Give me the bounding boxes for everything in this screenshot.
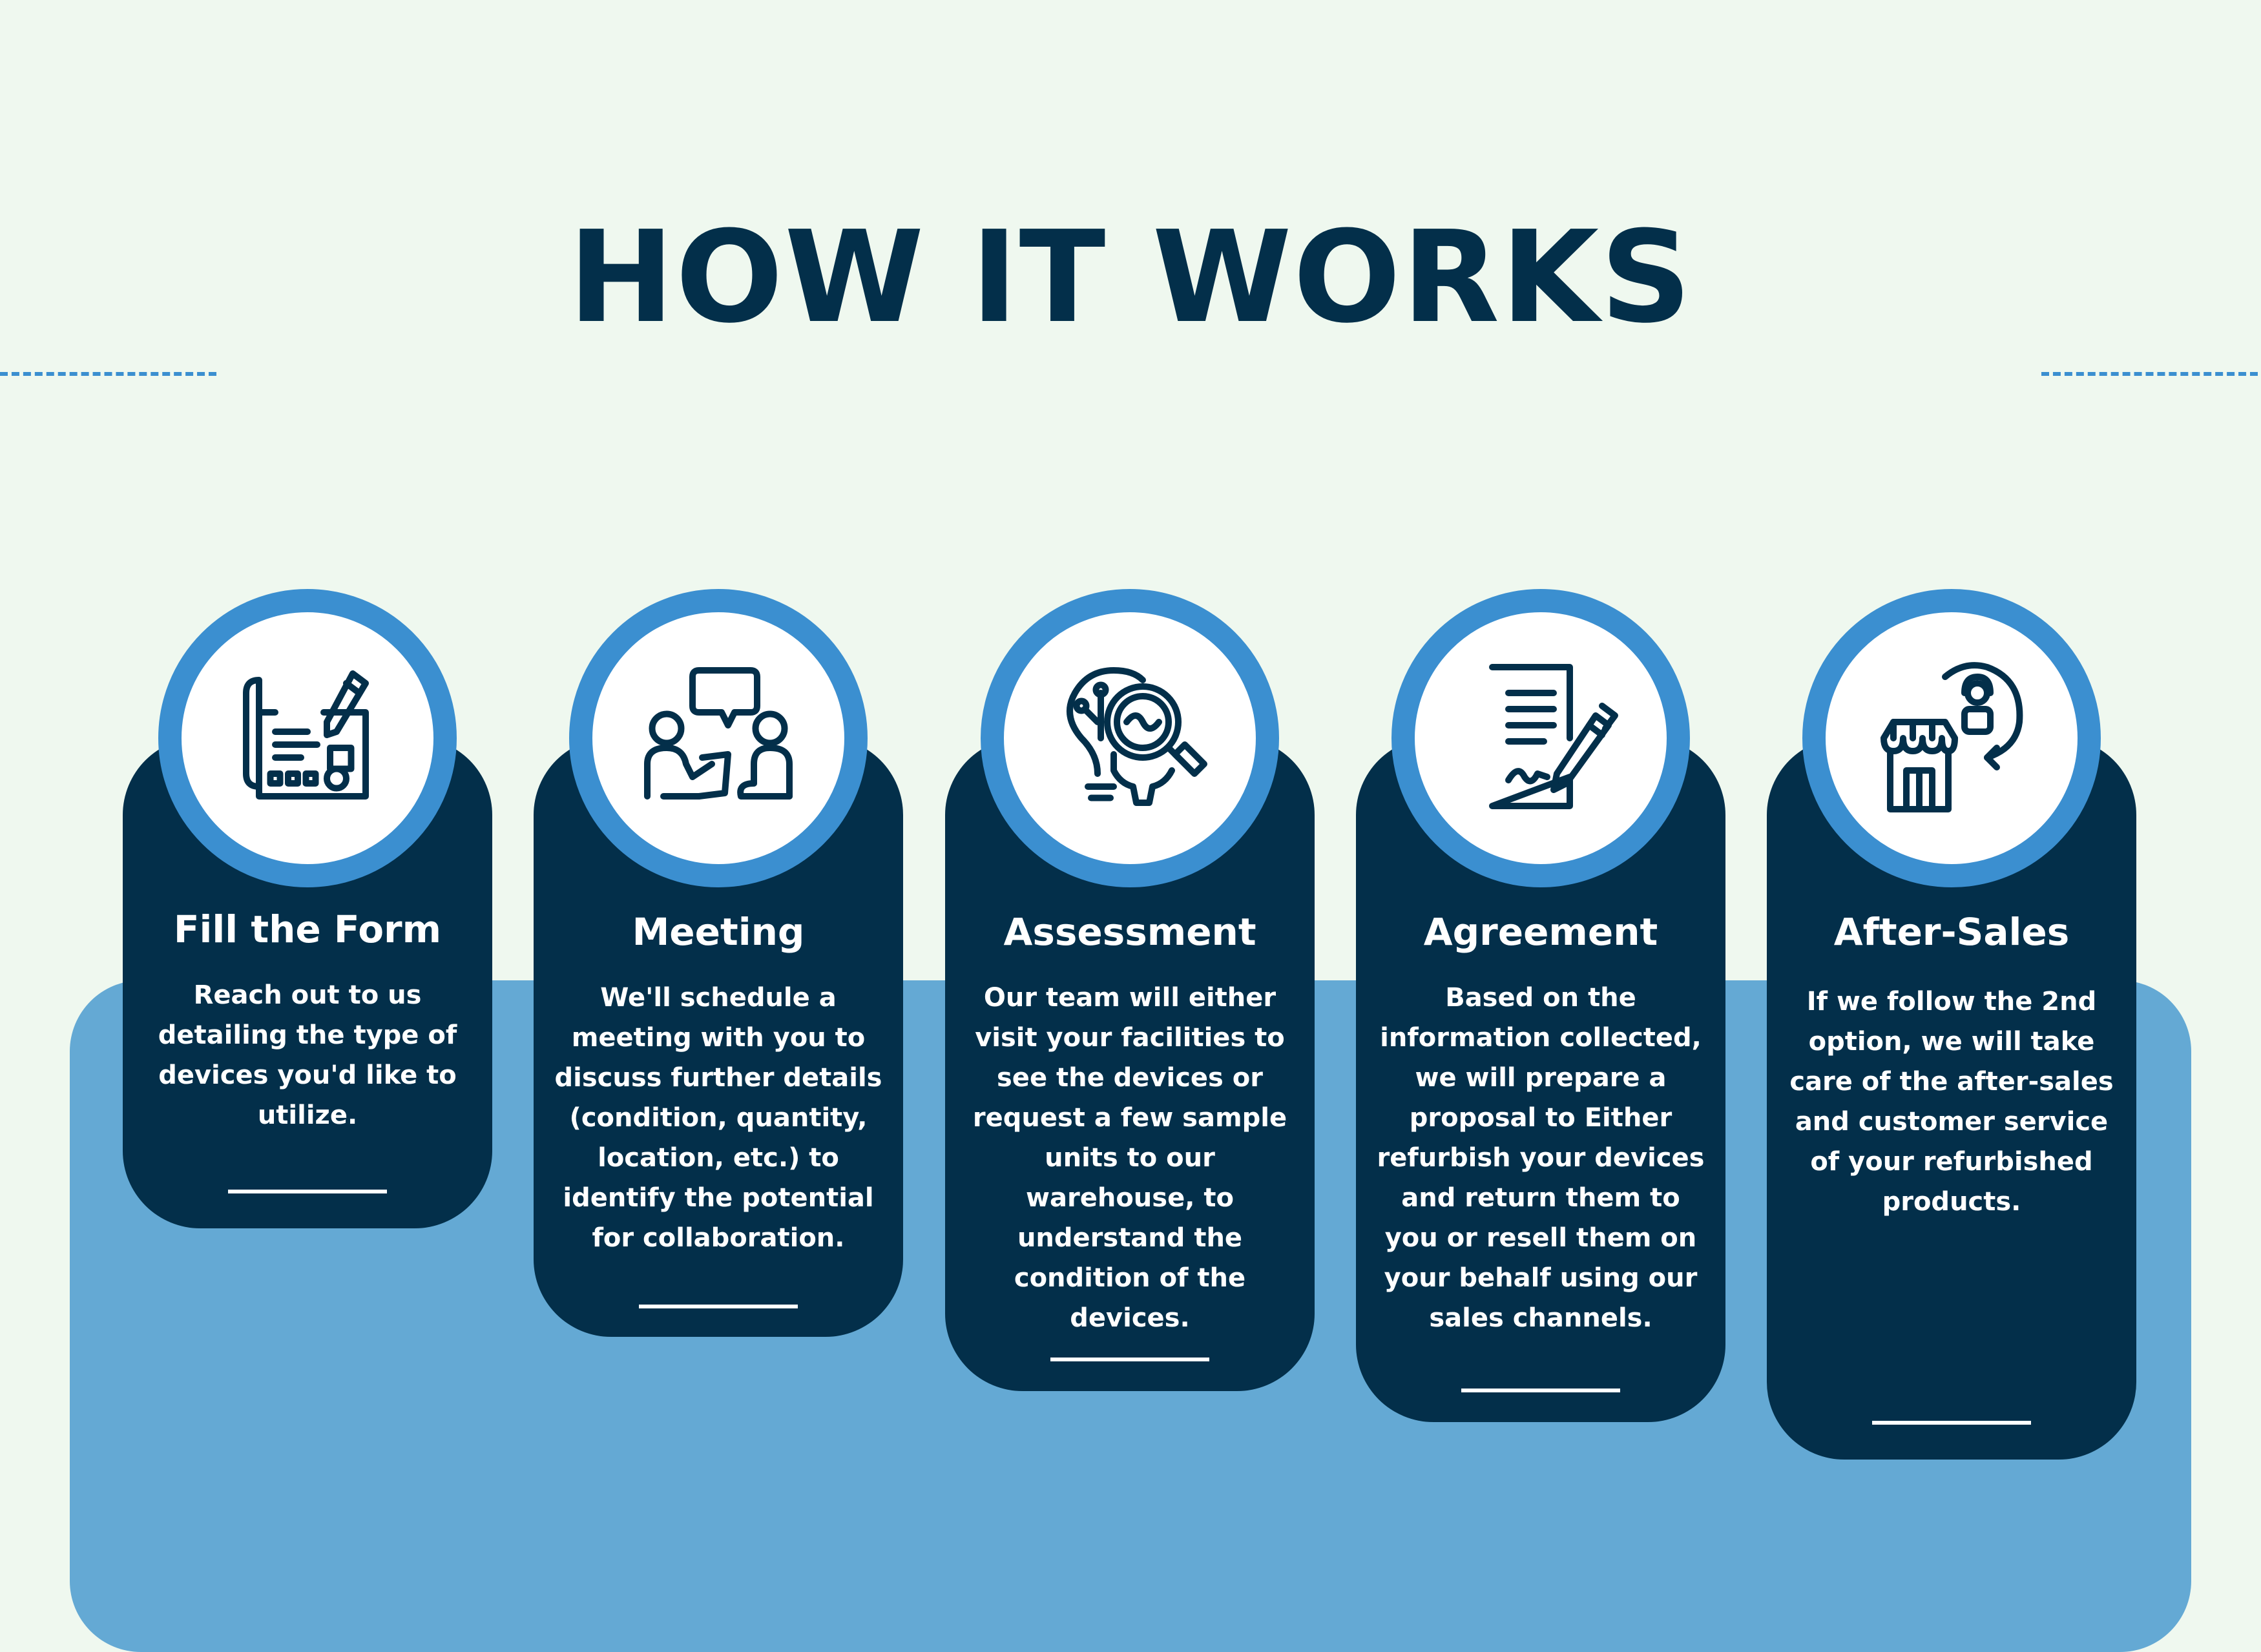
meeting-people-chat-icon <box>644 667 793 800</box>
lightbulb-magnifier-gear-icon <box>1067 667 1207 806</box>
contract-document-pen-icon <box>1489 664 1618 809</box>
step-divider <box>228 1190 387 1193</box>
step-title: Meeting <box>632 910 805 954</box>
step-description: Based on the information collected, we w… <box>1377 983 1705 1333</box>
step-divider <box>1461 1389 1620 1392</box>
step-title: Fill the Form <box>173 907 442 951</box>
step-icon-ring <box>158 589 457 887</box>
step-divider <box>639 1305 798 1308</box>
step-divider <box>1872 1421 2031 1425</box>
page-title: HOW IT WORKS <box>568 204 1693 351</box>
step-card-agreement: Agreement Based on the information colle… <box>1356 738 1725 1422</box>
step-icon-ring <box>569 589 868 887</box>
step-description: Reach out to us detailing the type of de… <box>158 980 457 1130</box>
store-customer-support-icon <box>1881 662 2023 812</box>
decorative-dashed-line-right <box>2041 372 2258 376</box>
step-icon-ring <box>981 589 1279 887</box>
form-blueprint-pencil-icon <box>243 670 369 800</box>
step-title: Assessment <box>1003 910 1256 954</box>
step-title: After-Sales <box>1833 910 2070 954</box>
step-icon-ring <box>1391 589 1690 887</box>
step-divider <box>1050 1358 1209 1361</box>
decorative-dashed-line-left <box>0 372 216 376</box>
step-description: If we follow the 2nd option, we will tak… <box>1789 987 2114 1217</box>
step-description: We'll schedule a meeting with you to dis… <box>554 983 882 1253</box>
step-title: Agreement <box>1423 910 1658 954</box>
step-icon-ring <box>1802 589 2101 887</box>
step-description: Our team will either visit your faciliti… <box>972 983 1287 1333</box>
